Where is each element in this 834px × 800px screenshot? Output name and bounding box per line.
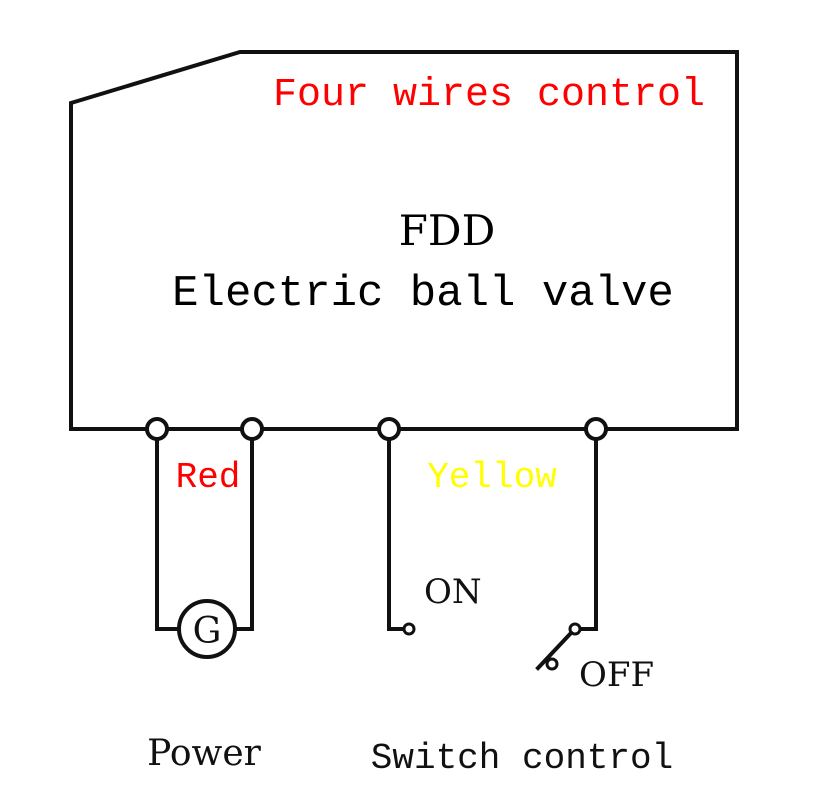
on-contact: [402, 622, 416, 636]
switch-blade: [535, 630, 574, 671]
off-contact-top: [568, 622, 582, 636]
red-wire-label: Red: [176, 457, 241, 498]
generator-symbol: G: [193, 611, 222, 652]
switch-wire-left: [387, 427, 406, 631]
off-label: OFF: [579, 655, 654, 695]
valve-housing: [69, 50, 739, 431]
power-wire-right: [232, 427, 254, 631]
switch-wire-right: [579, 427, 598, 631]
terminal-3: [377, 417, 401, 441]
terminal-4: [584, 417, 608, 441]
terminal-2: [240, 417, 264, 441]
header-label: Four wires control: [273, 73, 705, 118]
switch-control-label: Switch control: [371, 738, 673, 779]
device-model: FDD: [399, 206, 496, 255]
generator-icon: [177, 599, 237, 659]
off-contact-bottom: [545, 657, 559, 671]
on-label: ON: [424, 572, 482, 612]
power-wire-left: [155, 427, 182, 631]
yellow-wire-label: Yellow: [427, 457, 557, 498]
power-label: Power: [147, 733, 262, 774]
terminal-1: [145, 417, 169, 441]
device-name: Electric ball valve: [172, 269, 674, 319]
